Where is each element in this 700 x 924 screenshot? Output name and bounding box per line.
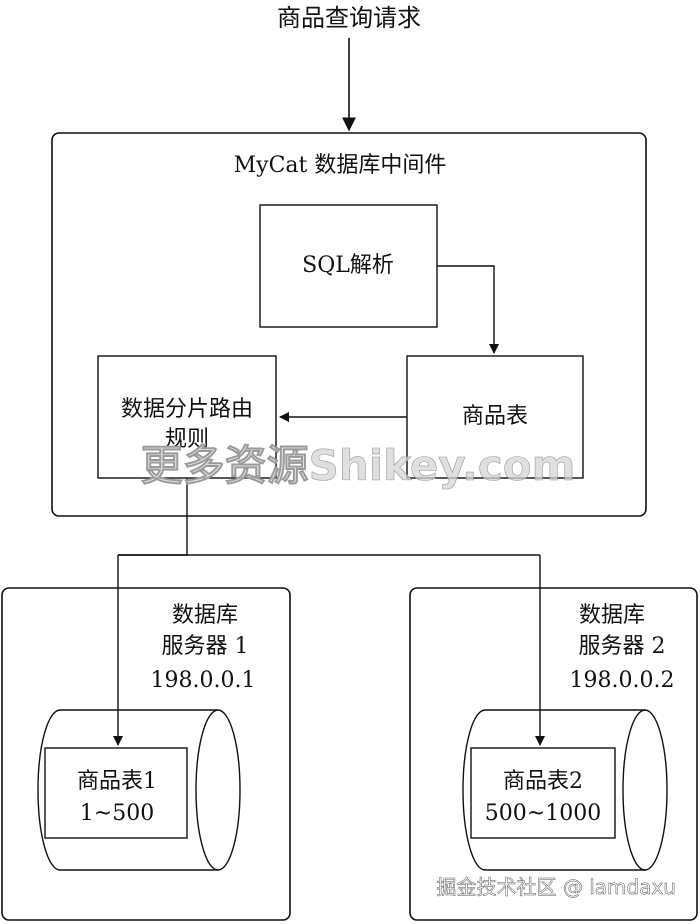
request-label: 商品查询请求: [277, 4, 421, 32]
server1-table-name: 商品表1: [77, 769, 157, 794]
watermark: 更多资源Shikey.com: [141, 441, 576, 490]
middleware-title: MyCat 数据库中间件: [234, 153, 447, 178]
server2-database-cylinder-icon: [462, 709, 668, 871]
routing-rule-line1: 数据分片路由: [121, 397, 253, 422]
server1-ip: 198.0.0.1: [151, 668, 256, 693]
product-table-label: 商品表: [462, 404, 528, 429]
server2-table-name: 商品表2: [503, 769, 583, 794]
middleware-box: [51, 132, 647, 517]
footer-credit: 掘金技术社区 @ lamdaxu: [437, 875, 676, 899]
server2-ip: 198.0.0.2: [570, 668, 675, 693]
server2-box: [409, 587, 698, 921]
server2-table-box: [470, 747, 616, 839]
server1-table-range: 1~500: [80, 801, 154, 826]
sql-to-table-arrow: [437, 265, 499, 354]
routing-rule-line2: 规则: [165, 427, 209, 452]
server1-table-box: [44, 747, 188, 839]
server2-line2: 服务器 2: [579, 634, 666, 659]
server1-line2: 服务器 1: [162, 634, 249, 659]
sql-parse-label: SQL解析: [302, 253, 394, 278]
server1-database-cylinder-icon: [37, 709, 241, 871]
server2-line1: 数据库: [579, 603, 645, 628]
server2-table-range: 500~1000: [485, 801, 601, 826]
server1-line1: 数据库: [172, 603, 238, 628]
server1-box: [1, 587, 291, 921]
